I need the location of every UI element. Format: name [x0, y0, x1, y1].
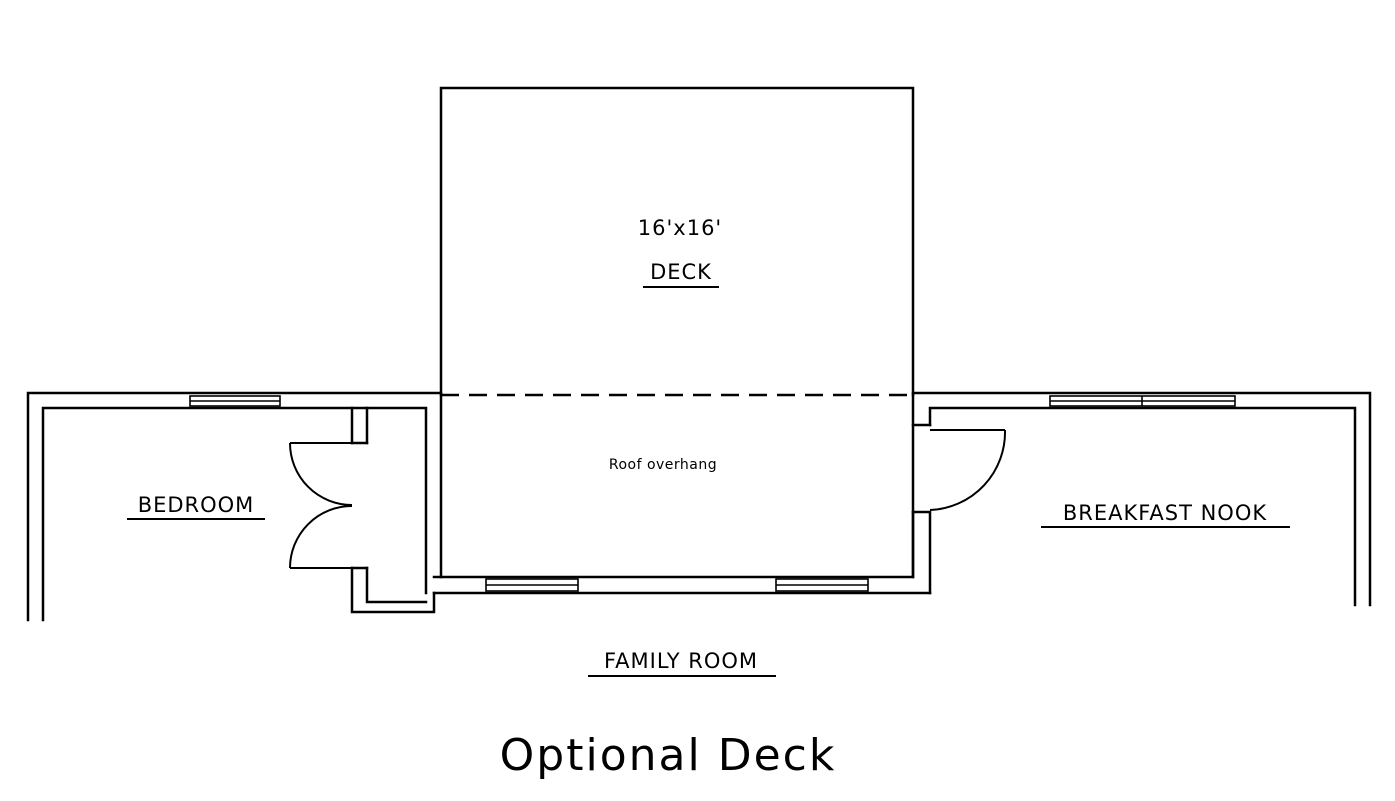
family-room-window-right [775, 578, 869, 592]
deck-label: DECK [650, 260, 712, 284]
roof-overhang-outline [439, 393, 915, 579]
family-room-label: FAMILY ROOM [604, 649, 758, 673]
bedroom-window [189, 395, 281, 407]
breakfast-nook-exterior-wall [911, 391, 1372, 607]
roof-overhang-label: Roof overhang [609, 457, 717, 473]
family-room-window-left [485, 578, 579, 592]
breakfast-nook-window [1049, 395, 1236, 407]
diagram-title: Optional Deck [500, 730, 837, 781]
deck-size-label: 16'x16' [638, 216, 722, 240]
breakfast-nook-door [929, 429, 1007, 511]
family-room-wall [432, 575, 932, 595]
bedroom-label: BEDROOM [138, 493, 255, 517]
closet-wall [350, 406, 436, 614]
bedroom-exterior-wall [26, 391, 443, 622]
breakfast-nook-label: BREAKFAST NOOK [1063, 501, 1268, 525]
bedroom-double-door [289, 442, 353, 569]
deck-outline [439, 86, 915, 397]
